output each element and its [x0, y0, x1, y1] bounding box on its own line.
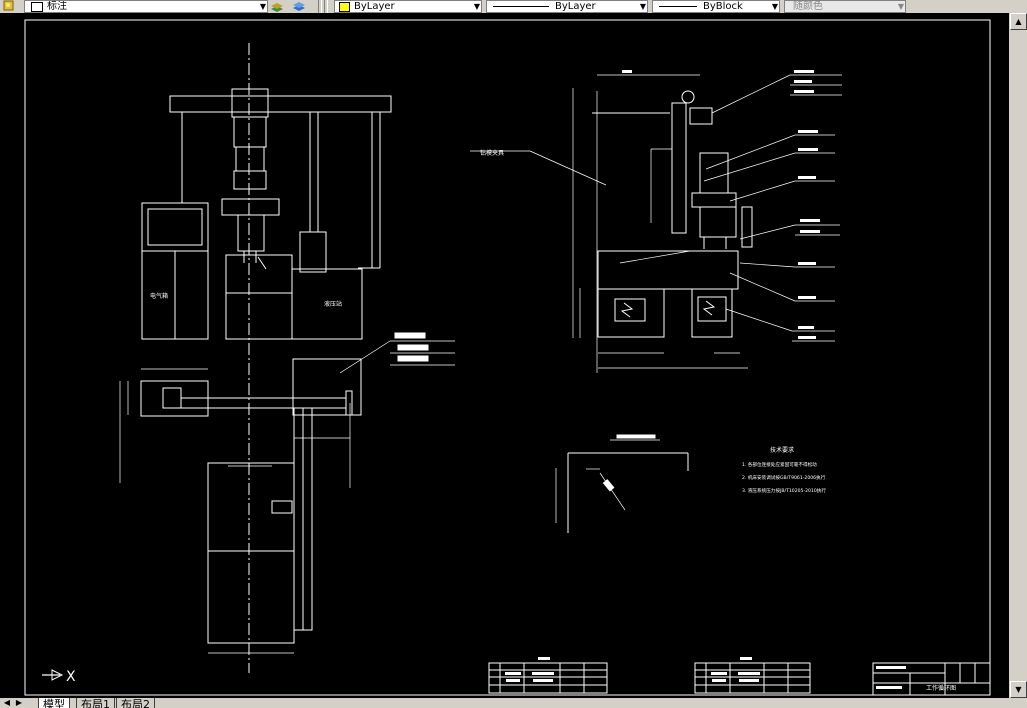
plotstyle-dropdown: 随颜色 ▼	[784, 0, 906, 13]
chevron-down-icon: ▼	[897, 2, 904, 11]
plotstyle-value: 随颜色	[793, 1, 823, 12]
tab-layout-1[interactable]: 布局1	[76, 698, 115, 708]
vertical-scrollbar[interactable]: ▲ ▼	[1009, 13, 1027, 698]
layout-tab-bar: ◀ ▶ 模型 布局1 布局2	[0, 698, 1027, 708]
tab-prev-icon[interactable]: ▶	[15, 698, 23, 707]
lineweight-value: ByBlock	[703, 1, 743, 12]
chevron-down-icon: ▼	[639, 2, 646, 11]
tech-requirements-title: 技术要求	[770, 446, 794, 454]
chevron-down-icon: ▼	[771, 2, 778, 11]
cad-drawing: 电气箱 液压站 钻模夹具 技术要求 1. 各部位连接处应紧固可靠不得松动 2. …	[24, 19, 991, 696]
drill-head	[221, 198, 280, 216]
toolbar-separator	[318, 0, 322, 13]
toolbar-separator	[324, 0, 328, 13]
tech-item-2: 2. 机床安装调试按GB/T9061-2006执行	[742, 474, 826, 481]
linetype-dropdown[interactable]: ByLayer ▼	[486, 0, 648, 13]
layer-state-icon[interactable]	[2, 0, 16, 12]
layer-name: 标注	[47, 1, 67, 12]
top-beam	[169, 95, 392, 113]
ucs-axis-label: X	[66, 669, 76, 685]
color-value: ByLayer	[354, 1, 395, 12]
tech-item-1: 1. 各部位连接处应紧固可靠不得松动	[742, 461, 817, 468]
tab-layout-2[interactable]: 布局2	[116, 698, 155, 708]
electric-cabinet-top	[141, 202, 209, 252]
tab-model[interactable]: 模型	[38, 698, 70, 708]
drawing-frame	[24, 19, 991, 696]
scroll-down-button[interactable]: ▼	[1010, 681, 1027, 698]
chevron-down-icon: ▼	[473, 2, 480, 11]
lineweight-dropdown[interactable]: ByBlock ▼	[652, 0, 780, 13]
linetype-value: ByLayer	[555, 1, 596, 12]
base-plan	[207, 462, 295, 644]
hydraulic-cylinder	[299, 231, 327, 273]
title-block	[872, 662, 991, 696]
fixture-label: 钻模夹具	[480, 149, 504, 157]
title-block-name: 工作循环图	[926, 684, 956, 692]
color-dropdown[interactable]: ByLayer ▼	[334, 0, 482, 13]
layer-dropdown[interactable]: 标注 ▼	[24, 0, 268, 13]
machine-base	[225, 254, 293, 340]
electric-box-label: 电气箱	[150, 292, 168, 300]
chevron-down-icon: ▼	[259, 2, 266, 11]
hydraulic-tank	[291, 268, 363, 340]
make-object-layer-current-icon[interactable]	[270, 0, 284, 12]
tech-item-3: 3. 液压系统压力按JB/T10205-2010执行	[742, 487, 826, 494]
hydraulic-station-label: 液压站	[324, 300, 342, 308]
layer-previous-icon[interactable]	[292, 0, 306, 12]
properties-toolbar: 标注 ▼ ByLayer ▼ ByLayer ▼ ByBlock ▼ 随颜色 ▼	[0, 0, 1027, 13]
scroll-up-button[interactable]: ▲	[1010, 13, 1027, 30]
model-space-canvas[interactable]: 电气箱 液压站 钻模夹具 技术要求 1. 各部位连接处应紧固可靠不得松动 2. …	[0, 13, 1009, 698]
tab-first-icon[interactable]: ◀	[3, 698, 11, 707]
ucs-arrow	[51, 669, 64, 681]
